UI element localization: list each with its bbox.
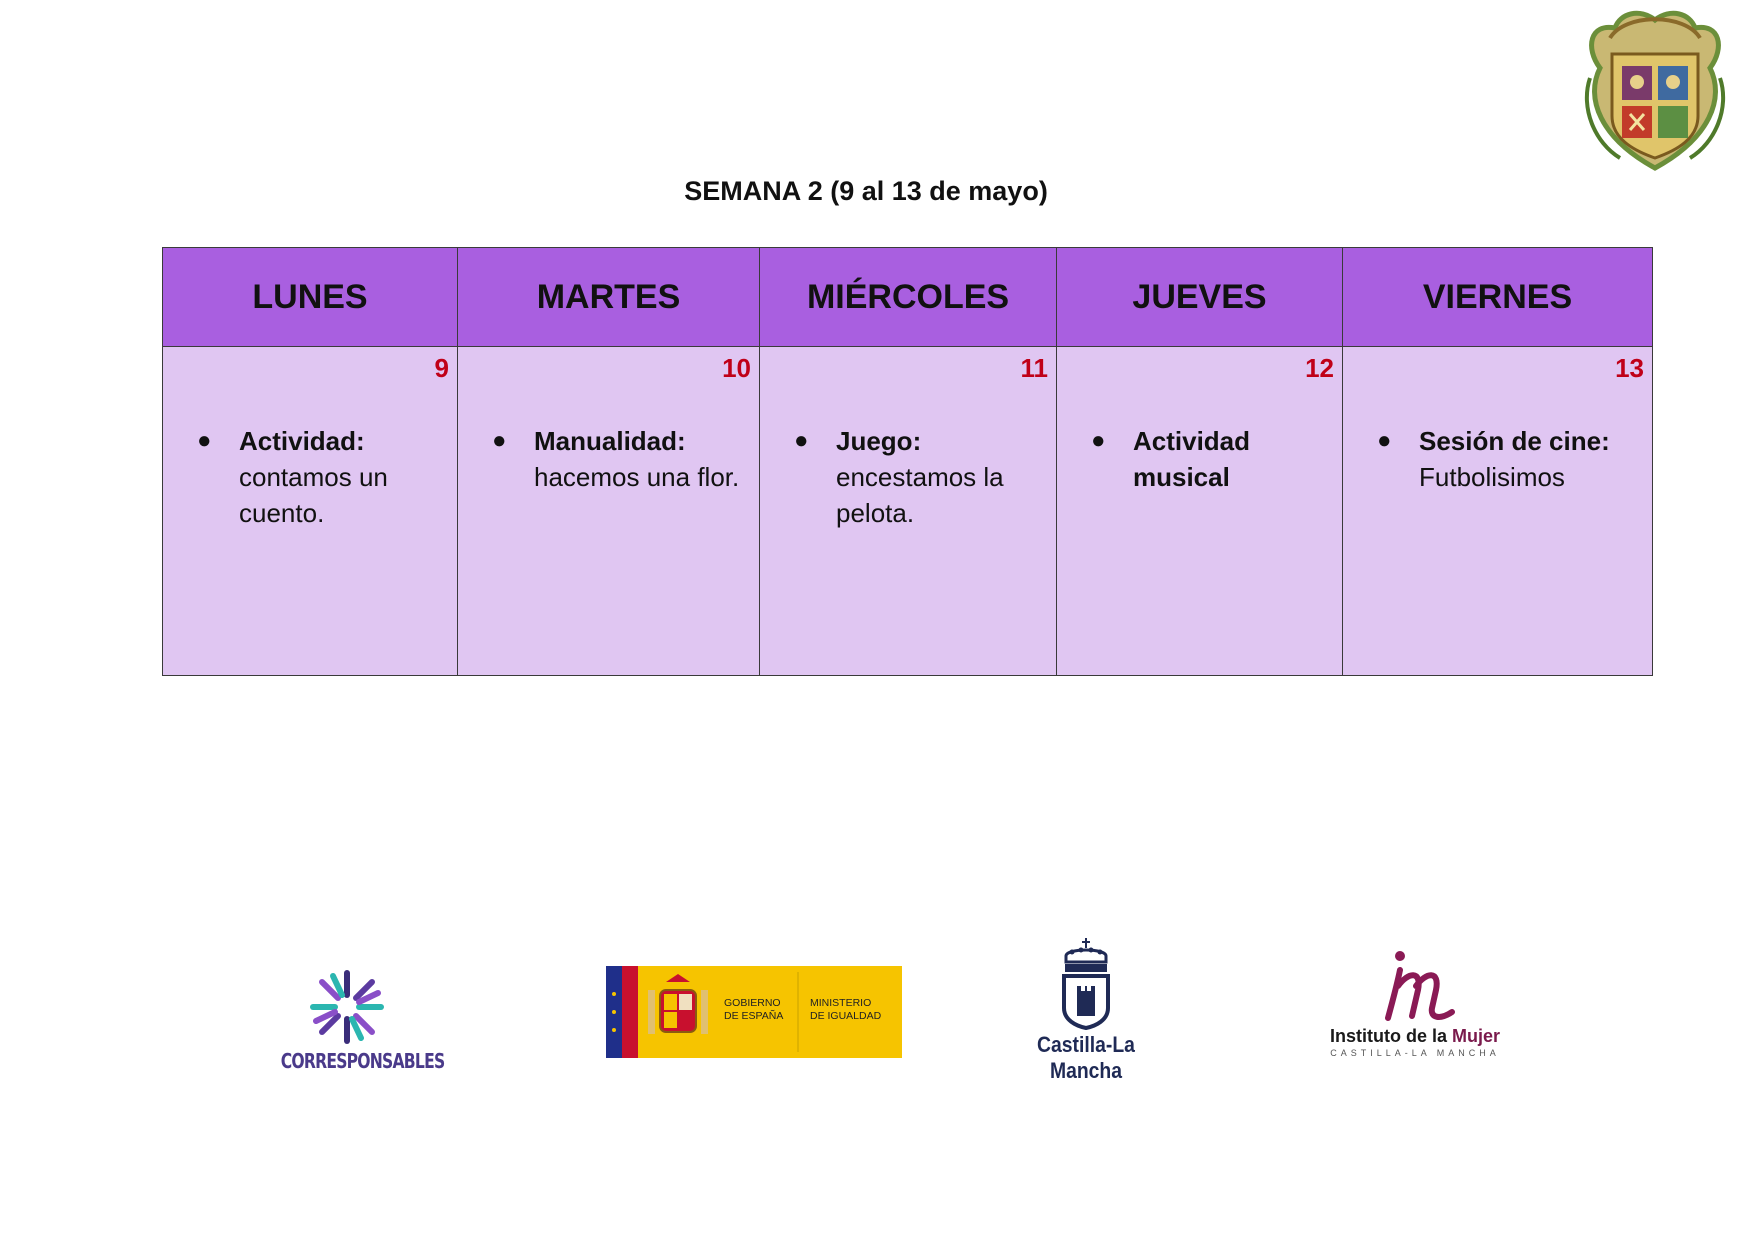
day-cell-tuesday: 10 ● Manualidad: hacemos una flor. (457, 346, 760, 676)
header-tuesday: MARTES (457, 247, 760, 347)
day-number: 13 (1615, 353, 1644, 383)
instituto-m-monogram-icon (1385, 951, 1455, 1021)
activity-description: Futbolisimos (1419, 462, 1565, 492)
activity-label: Actividad: (239, 426, 365, 456)
day-cell-thursday: 12 ● Actividad musical (1056, 346, 1343, 676)
header-thursday: JUEVES (1056, 247, 1343, 347)
activity-item: ● Actividad: contamos un cuento. (197, 423, 447, 531)
corresponsables-text: CORRESPONSABLES (280, 1049, 445, 1073)
header-friday: VIERNES (1342, 247, 1653, 347)
instituto-highlight: Mujer (1452, 1026, 1501, 1046)
activity-description: hacemos una flor. (534, 462, 740, 492)
day-number: 11 (1020, 353, 1049, 383)
activity-row: 9 ● Actividad: contamos un cuento. 10 ● … (162, 346, 1653, 676)
weekly-schedule-table: LUNES MARTES MIÉRCOLES JUEVES VIERNES 9 … (162, 247, 1653, 676)
coat-of-arms-logo (1584, 10, 1726, 171)
header-monday: LUNES (162, 247, 458, 347)
activity-description: encestamos la pelota. (836, 462, 1004, 528)
corresponsables-emblem-icon (310, 970, 384, 1044)
bullet-icon: ● (1091, 427, 1106, 454)
day-number: 9 (434, 353, 449, 383)
activity-description: contamos un cuento. (239, 462, 388, 528)
activity-label: Actividad musical (1133, 426, 1251, 492)
day-cell-monday: 9 ● Actividad: contamos un cuento. (162, 346, 458, 676)
activity-item: ● Manualidad: hacemos una flor. (492, 423, 749, 495)
gobierno-espana-logo: GOBIERNO DE ESPAÑA MINISTERIO DE IGUALDA… (606, 966, 902, 1058)
bullet-icon: ● (1377, 427, 1392, 454)
instituto-de-la-mujer-logo: Instituto de la Mujer CASTILLA-LA MANCHA (1312, 946, 1518, 1062)
activity-label: Manualidad: (534, 426, 686, 456)
day-cell-friday: 13 ● Sesión de cine: Futbolisimos (1342, 346, 1653, 676)
day-number: 10 (722, 353, 751, 383)
bullet-icon: ● (492, 427, 507, 454)
instituto-text: Instituto de la Mujer (1312, 1026, 1518, 1047)
header-row: LUNES MARTES MIÉRCOLES JUEVES VIERNES (162, 247, 1653, 347)
castle-crown-icon (1062, 938, 1110, 1031)
bullet-icon: ● (794, 427, 809, 454)
castilla-la-mancha-logo: Castilla-La Mancha (998, 936, 1174, 1083)
activity-label: Sesión de cine: (1419, 426, 1610, 456)
page-title: SEMANA 2 (9 al 13 de mayo) (684, 176, 1048, 206)
day-cell-wednesday: 11 ● Juego: encestamos la pelota. (759, 346, 1057, 676)
instituto-prefix: Instituto de la (1329, 1026, 1452, 1046)
castilla-la-mancha-text: Castilla-La Mancha (1037, 1032, 1135, 1083)
activity-label: Juego: (836, 426, 922, 456)
ministerio-text: MINISTERIO DE IGUALDAD (810, 997, 882, 1022)
instituto-subtitle: CASTILLA-LA MANCHA (1330, 1048, 1500, 1058)
corresponsables-logo: CORRESPONSABLES (262, 963, 445, 1078)
activity-item: ● Juego: encestamos la pelota. (794, 423, 1046, 531)
day-number: 12 (1305, 353, 1334, 383)
activity-item: ● Actividad musical (1091, 423, 1332, 495)
bullet-icon: ● (197, 427, 212, 454)
gobierno-text: GOBIERNO DE ESPAÑA (724, 997, 784, 1022)
spain-government-emblem-icon (606, 966, 902, 1058)
activity-item: ● Sesión de cine: Futbolisimos (1377, 423, 1642, 495)
header-wednesday: MIÉRCOLES (759, 247, 1057, 347)
